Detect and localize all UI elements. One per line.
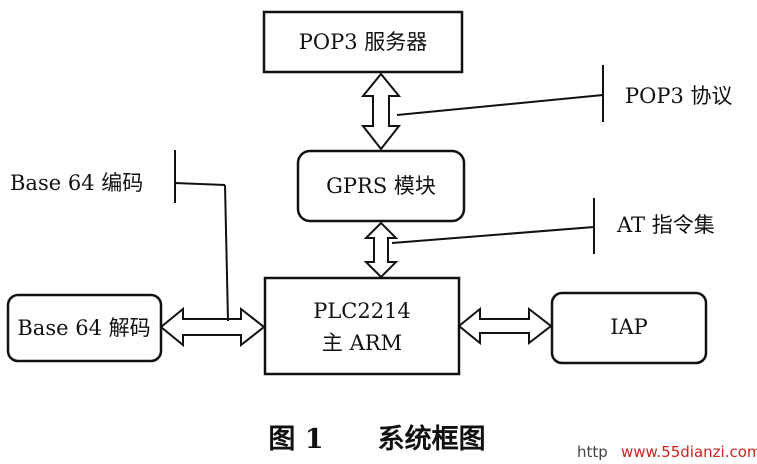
base64-encode-leader bbox=[174, 150, 229, 322]
figure-caption: 图 1 系统框图 bbox=[268, 423, 485, 455]
gprs-module-label: GPRS 模块 bbox=[326, 174, 436, 198]
main-arm-box bbox=[263, 276, 461, 376]
pop3-protocol-label: POP3 协议 bbox=[625, 84, 733, 108]
watermark-prefix: http bbox=[577, 443, 608, 461]
base64-encode-label: Base 64 编码 bbox=[10, 171, 143, 195]
arrow-base64-arm bbox=[159, 306, 266, 348]
gprs-module-box bbox=[296, 149, 466, 223]
base64-decode-label: Base 64 解码 bbox=[17, 316, 150, 340]
iap-box bbox=[550, 291, 708, 365]
main-arm-label-line2: 主 ARM bbox=[322, 331, 402, 355]
at-command-leader bbox=[391, 198, 595, 254]
main-arm-label-line1: PLC2214 bbox=[313, 299, 411, 323]
arrow-gprs-arm bbox=[363, 221, 399, 279]
at-command-set-label: AT 指令集 bbox=[616, 213, 715, 237]
pop3-server-label: POP3 服务器 bbox=[299, 30, 428, 54]
pop3-protocol-leader bbox=[396, 65, 604, 122]
arrow-pop3-gprs bbox=[360, 72, 402, 151]
pop3-server-box bbox=[262, 10, 464, 74]
arrow-arm-iap bbox=[457, 306, 553, 346]
iap-label: IAP bbox=[610, 315, 648, 339]
watermark-site: www.55dianzi.com bbox=[621, 443, 757, 461]
